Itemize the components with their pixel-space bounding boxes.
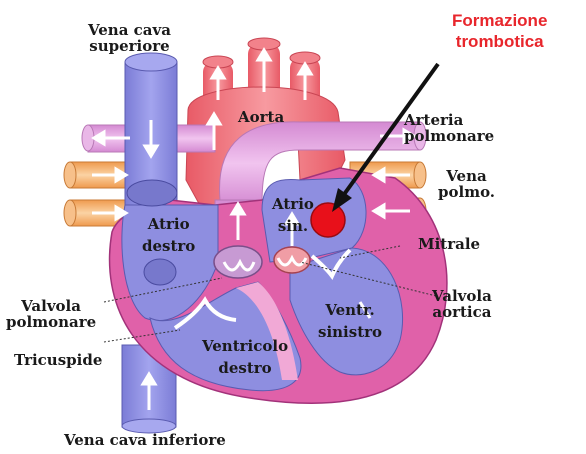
label-arteria-polmonare: Arteria polmonare [404,112,494,144]
label-vena-cava-superiore: Vena cava superiore [88,22,171,54]
label-aorta: Aorta [238,109,284,125]
label-valvola-aortica: Valvola aortica [432,288,492,320]
label-ventr-sinistro: Ventr. sinistro [318,302,382,340]
label-tricuspide: Tricuspide [14,352,102,368]
label-mitrale: Mitrale [418,236,480,252]
aortic-valve [274,247,310,273]
label-atrio-sin: Atrio sin. [272,196,314,234]
label-vena-polmo: Vena polmo. [438,168,495,200]
label-atrio-destro: Atrio destro [142,216,195,254]
thrombus-marker [311,203,345,237]
label-ventricolo-destro: Ventricolo destro [202,338,288,376]
pulmonary-valve [214,246,262,278]
label-valvola-polmonare: Valvola polmonare [6,298,96,330]
label-vena-cava-inferiore: Vena cava inferiore [64,432,226,448]
callout-formazione-trombotica: Formazione trombotica [452,10,547,52]
